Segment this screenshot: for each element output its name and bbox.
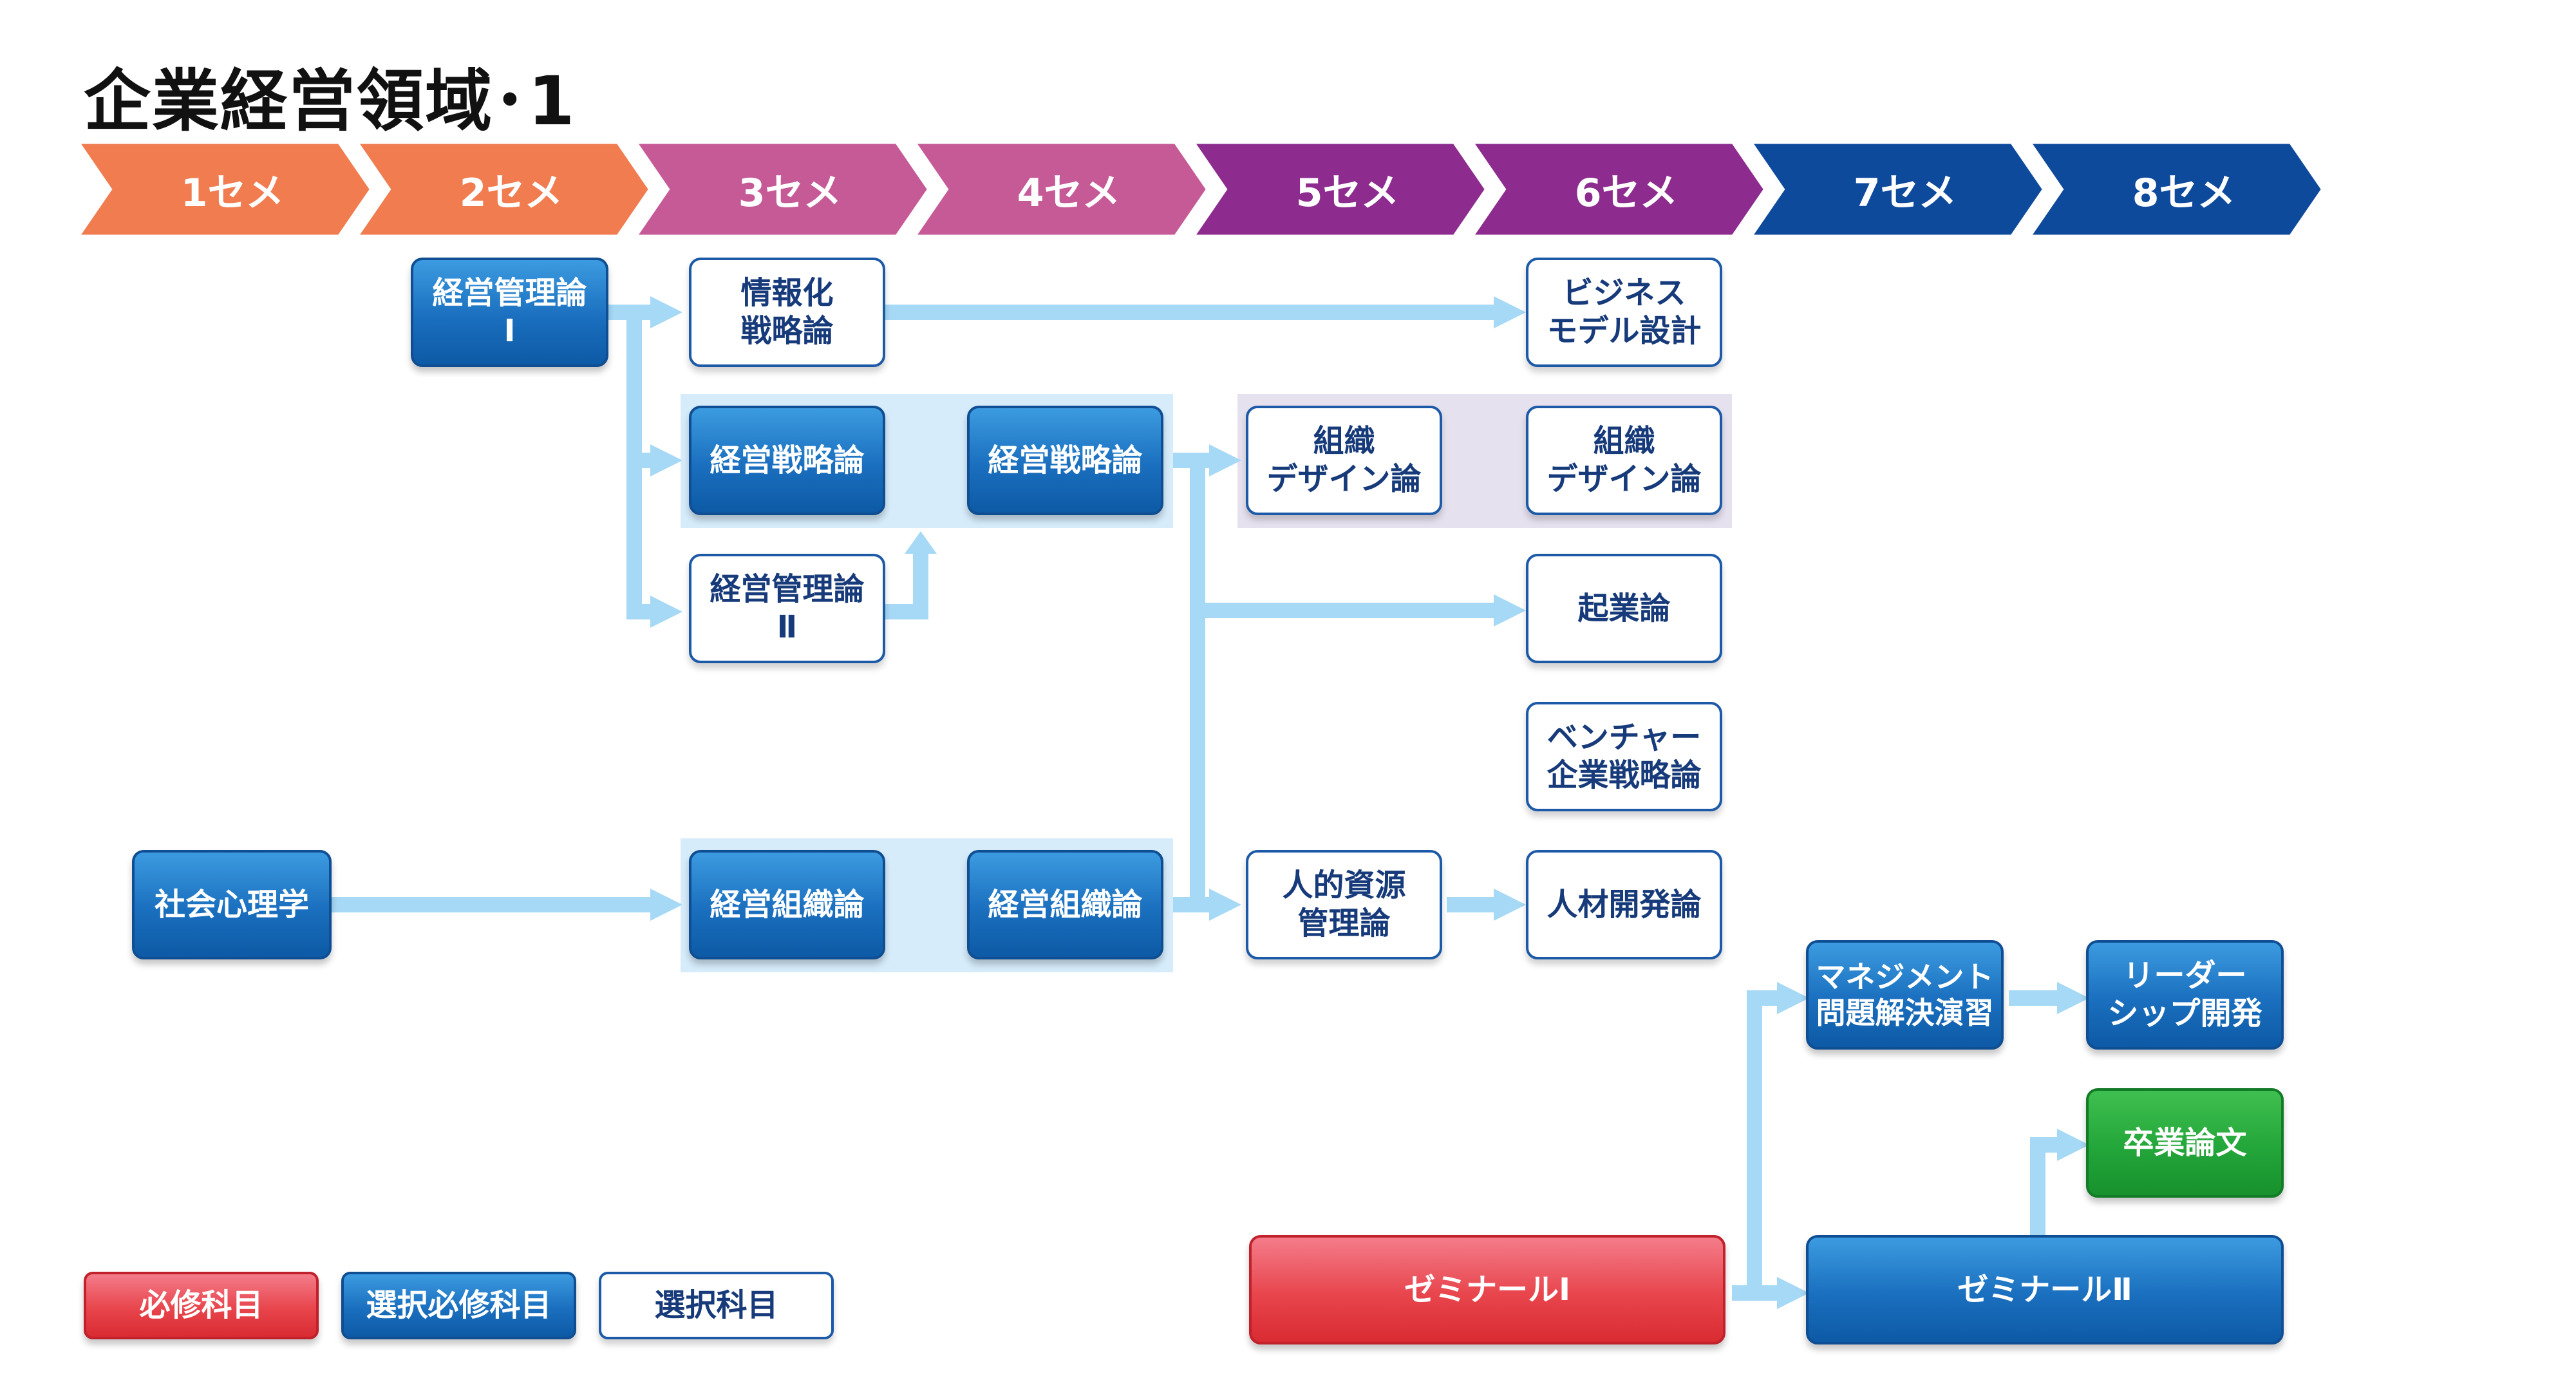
semester-label: 8セメ [2132, 170, 2236, 216]
semester-chevron-3: 3セメ [638, 143, 928, 236]
course-jinteki-shigen: 人的資源 管理論 [1246, 850, 1442, 959]
semester-label: 4セメ [1017, 170, 1121, 216]
chevron-shape [1196, 144, 1485, 235]
legend-selective-required: 選択必修科目 [341, 1272, 576, 1339]
semester-chevron-7: 7セメ [1753, 143, 2043, 236]
semester-label: 7セメ [1853, 170, 1957, 216]
course-venture: ベンチャー 企業戦略論 [1526, 702, 1722, 811]
arrow-lines [332, 305, 2057, 1301]
course-shakai-shinri: 社会心理学 [132, 850, 332, 959]
semester-chevron-2: 2セメ [359, 143, 649, 236]
course-kigyo: 起業論 [1526, 554, 1722, 663]
course-keiei-senryaku-b: 経営戦略論 [967, 406, 1163, 515]
course-seminar-2: ゼミナールⅡ [1806, 1235, 2284, 1344]
semester-chevron-6: 6セメ [1474, 143, 1764, 236]
page-title: 企業経営領域･1 [84, 62, 576, 140]
course-keiei-kanri-1: 経営管理論 Ⅰ [411, 258, 608, 367]
chevron-shape [1754, 144, 2042, 235]
chevron-shape [1475, 144, 1763, 235]
course-leadership: リーダー シップ開発 [2086, 940, 2284, 1050]
course-management-exercise: マネジメント 問題解決演習 [1806, 940, 2004, 1050]
chevron-shape [917, 144, 1206, 235]
semester-label: 1セメ [180, 170, 285, 216]
course-johoka-senryaku: 情報化 戦略論 [689, 258, 885, 367]
semester-chevron-8: 8セメ [2032, 143, 2322, 236]
chevron-shape [639, 144, 927, 235]
legend-elective: 選択科目 [599, 1272, 834, 1339]
semester-chevron-5: 5セメ [1196, 143, 1485, 236]
course-soshiki-design-a: 組織 デザイン論 [1246, 406, 1442, 515]
arrow-heads [650, 296, 2089, 1309]
arrow-seminar1-management [1732, 990, 1777, 1301]
chevron-shape [81, 144, 370, 235]
semester-label: 2セメ [459, 170, 563, 216]
semester-chevron-4: 4セメ [917, 143, 1207, 236]
legend-required: 必修科目 [84, 1272, 319, 1339]
semester-label: 5セメ [1295, 170, 1400, 216]
course-keiei-soshiki-a: 経営組織論 [689, 850, 885, 959]
chevron-shape [2033, 144, 2321, 235]
semester-label: 6セメ [1574, 170, 1678, 216]
course-business-model: ビジネス モデル設計 [1526, 258, 1722, 367]
arrow-seminar2-thesis [2030, 1137, 2057, 1236]
course-keiei-soshiki-b: 経営組織論 [967, 850, 1163, 959]
arrow-kanri1-kanri2 [626, 312, 650, 619]
arrow-kanri2-senryaku [885, 554, 928, 619]
course-jinzai-kaihatsu: 人材開発論 [1526, 850, 1722, 959]
course-soshiki-design-b: 組織 デザイン論 [1526, 406, 1722, 515]
semester-chevron-1: 1セメ [80, 143, 370, 236]
chevron-shape [360, 144, 648, 235]
course-graduation-thesis: 卒業論文 [2086, 1088, 2284, 1198]
course-keiei-senryaku-a: 経営戦略論 [689, 406, 885, 515]
course-seminar-1: ゼミナールⅠ [1249, 1235, 1725, 1344]
course-keiei-kanri-2: 経営管理論 Ⅱ [689, 554, 885, 663]
semester-label: 3セメ [738, 170, 842, 216]
